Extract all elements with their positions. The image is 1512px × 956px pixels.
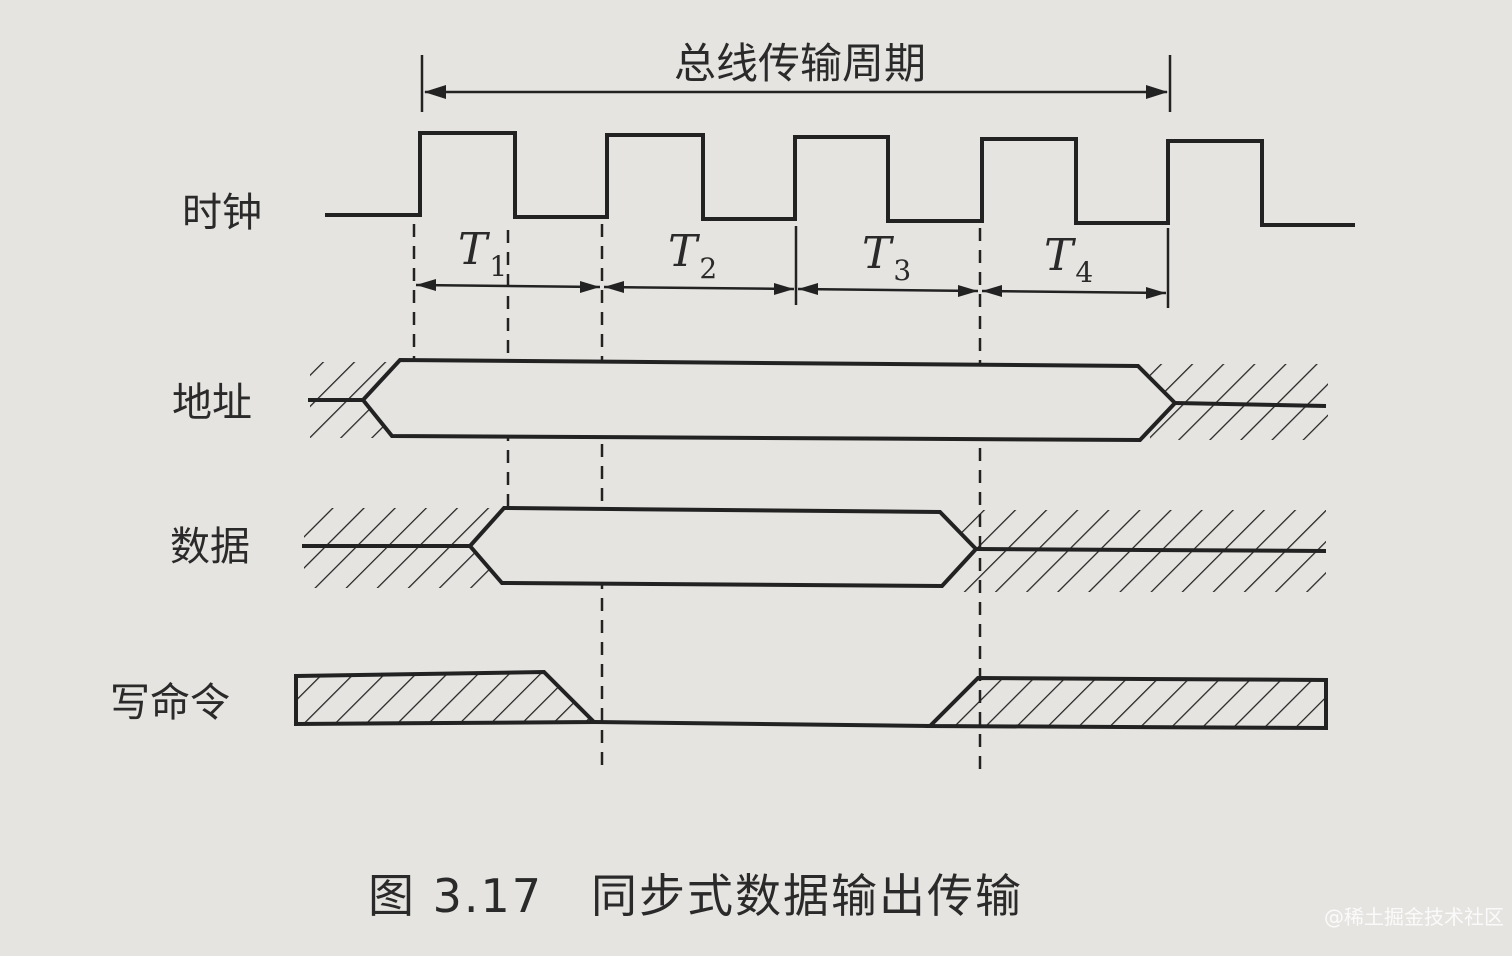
period-label: 总线传输周期 xyxy=(674,39,926,88)
cycle-arrows xyxy=(415,279,1167,299)
arrowhead xyxy=(958,285,978,297)
data-label: 数据 xyxy=(170,524,250,570)
cycle-arrow-t2 xyxy=(603,285,795,291)
arrowhead xyxy=(604,281,624,293)
data-bus xyxy=(302,505,1327,592)
arrowhead xyxy=(774,283,794,295)
address-bus xyxy=(308,357,1328,443)
write-inactive-right xyxy=(925,675,1328,731)
cycle-arrow-t3 xyxy=(797,287,979,293)
arrowhead xyxy=(1146,287,1166,299)
clock-label: 时钟 xyxy=(182,190,262,236)
write-command-signal xyxy=(294,669,1328,731)
data-valid-region xyxy=(467,505,979,589)
figure-caption: 图 3.17 同步式数据输出传输 xyxy=(368,869,1023,923)
period-label-bg xyxy=(640,40,960,90)
data-line-right xyxy=(975,547,1327,553)
arrowhead xyxy=(798,283,818,295)
bus-period-marker: 总线传输周期 xyxy=(420,39,1172,112)
period-arrow-left-head xyxy=(424,85,446,99)
watermark: @稀土掘金技术社区 xyxy=(1324,905,1504,929)
cycle-label-t1: T1 xyxy=(458,224,507,283)
address-valid-region xyxy=(360,357,1178,443)
arrowhead xyxy=(580,281,600,293)
clock-waveform xyxy=(325,131,1355,227)
write-command-label: 写命令 xyxy=(110,680,230,726)
period-arrow-right-head xyxy=(1146,85,1168,99)
cycle-label-t3: T3 xyxy=(862,228,911,287)
address-label: 地址 xyxy=(172,380,252,426)
address-line-right xyxy=(1174,401,1327,408)
write-inactive-left xyxy=(294,669,599,727)
cycle-label-t2: T2 xyxy=(668,226,717,285)
cycle-arrow-t1 xyxy=(415,283,601,289)
cycle-arrow-t4 xyxy=(981,289,1167,295)
write-active-low xyxy=(593,720,931,728)
cycle-label-t4: T4 xyxy=(1044,230,1093,289)
arrowhead xyxy=(416,279,436,291)
arrowhead xyxy=(982,285,1002,297)
